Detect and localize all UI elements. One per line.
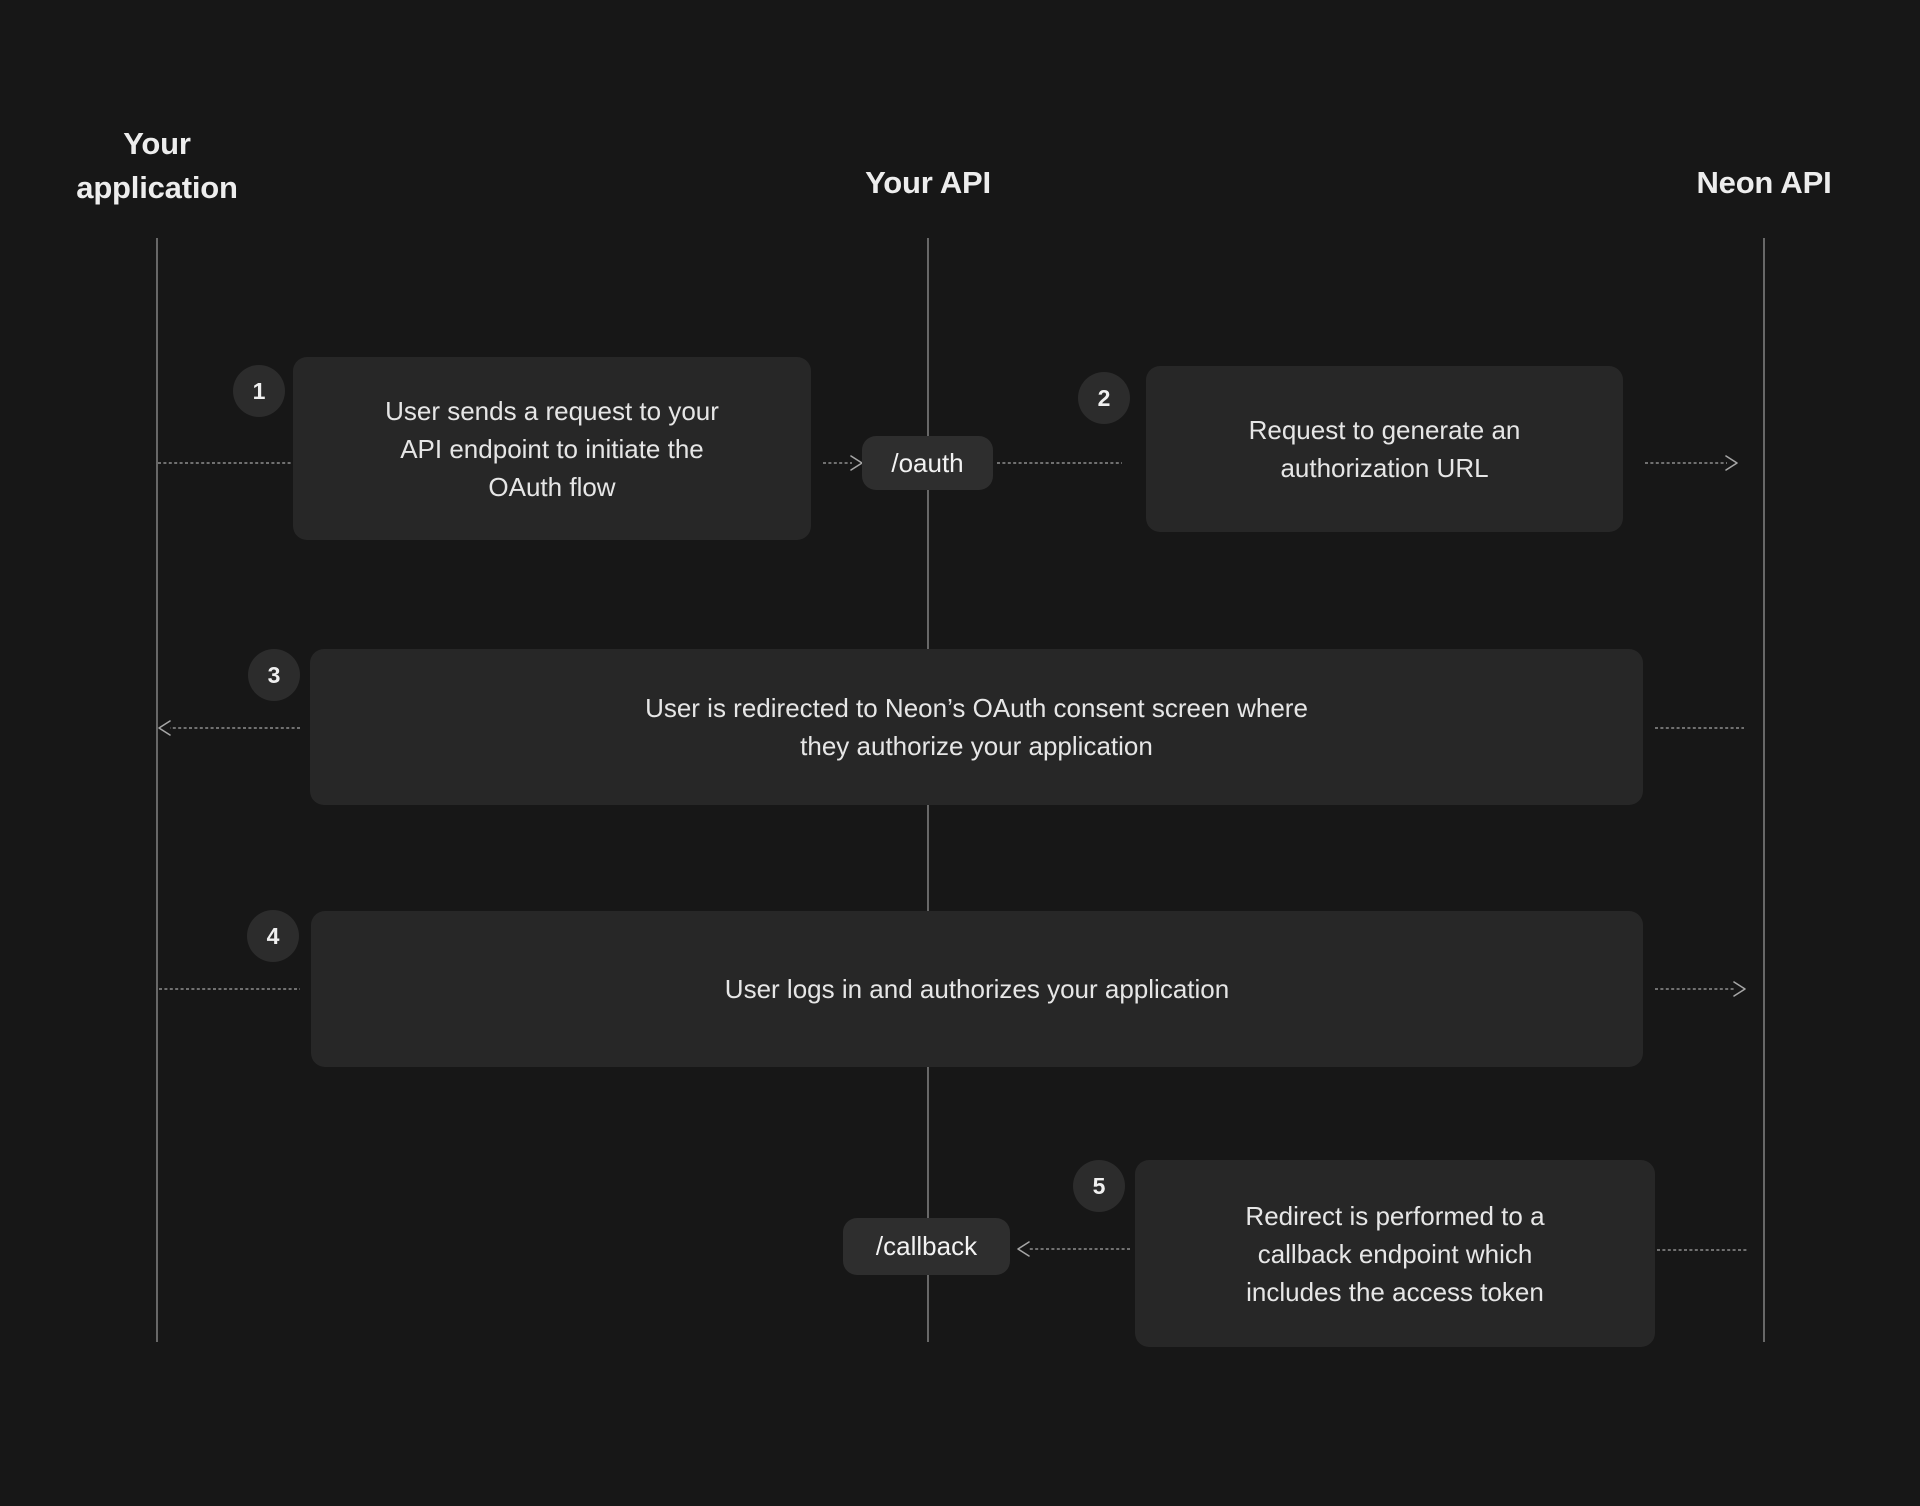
step-box-2: Request to generate an authorization URL — [1146, 366, 1623, 532]
step-number-badge-2: 2 — [1078, 372, 1130, 424]
arrowhead-step2-right-icon — [1725, 455, 1738, 471]
step-box-1: User sends a request to your API endpoin… — [293, 357, 811, 540]
arrowhead-step5-left-icon — [1017, 1241, 1030, 1257]
step-box-1-line: User sends a request to your — [385, 395, 719, 426]
lane-header-neon-api: Neon API — [1696, 165, 1832, 200]
step-box-2-line: authorization URL — [1280, 453, 1489, 483]
lane-header-your-api: Your API — [865, 165, 991, 200]
step-box-4-line: User logs in and authorizes your applica… — [724, 974, 1230, 1004]
step-number-badge-4: 4 — [247, 910, 299, 962]
arrowhead-step1-right-icon — [850, 455, 863, 471]
step-number-badge-1: 1 — [233, 365, 285, 417]
step-box-1-line: OAuth flow — [488, 471, 616, 502]
step-box-5: Redirect is performed to a callback endp… — [1135, 1160, 1655, 1347]
endpoint-label-oauth: /oauth — [862, 436, 993, 490]
step-box-1-line: API endpoint to initiate the — [400, 433, 704, 464]
endpoint-label-callback: /callback — [843, 1218, 1010, 1275]
step-box-5-line: callback endpoint which — [1257, 1238, 1533, 1269]
step-number-badge-3: 3 — [248, 649, 300, 701]
step-box-3-line: they authorize your application — [800, 731, 1153, 761]
arrowhead-step4-right-icon — [1733, 981, 1746, 997]
step-number-badge-5: 5 — [1073, 1160, 1125, 1212]
step-box-2-line: Request to generate an — [1248, 415, 1521, 445]
lane-header-your-application: Your application — [76, 126, 238, 205]
step-box-4: User logs in and authorizes your applica… — [311, 911, 1643, 1067]
step-box-3-line: User is redirected to Neon’s OAuth conse… — [645, 693, 1308, 723]
step-box-5-line: Redirect is performed to a — [1245, 1200, 1545, 1231]
arrowhead-step3-left-icon — [158, 720, 171, 736]
step-box-5-line: includes the access token — [1246, 1276, 1544, 1307]
step-box-3: User is redirected to Neon’s OAuth conse… — [310, 649, 1643, 805]
